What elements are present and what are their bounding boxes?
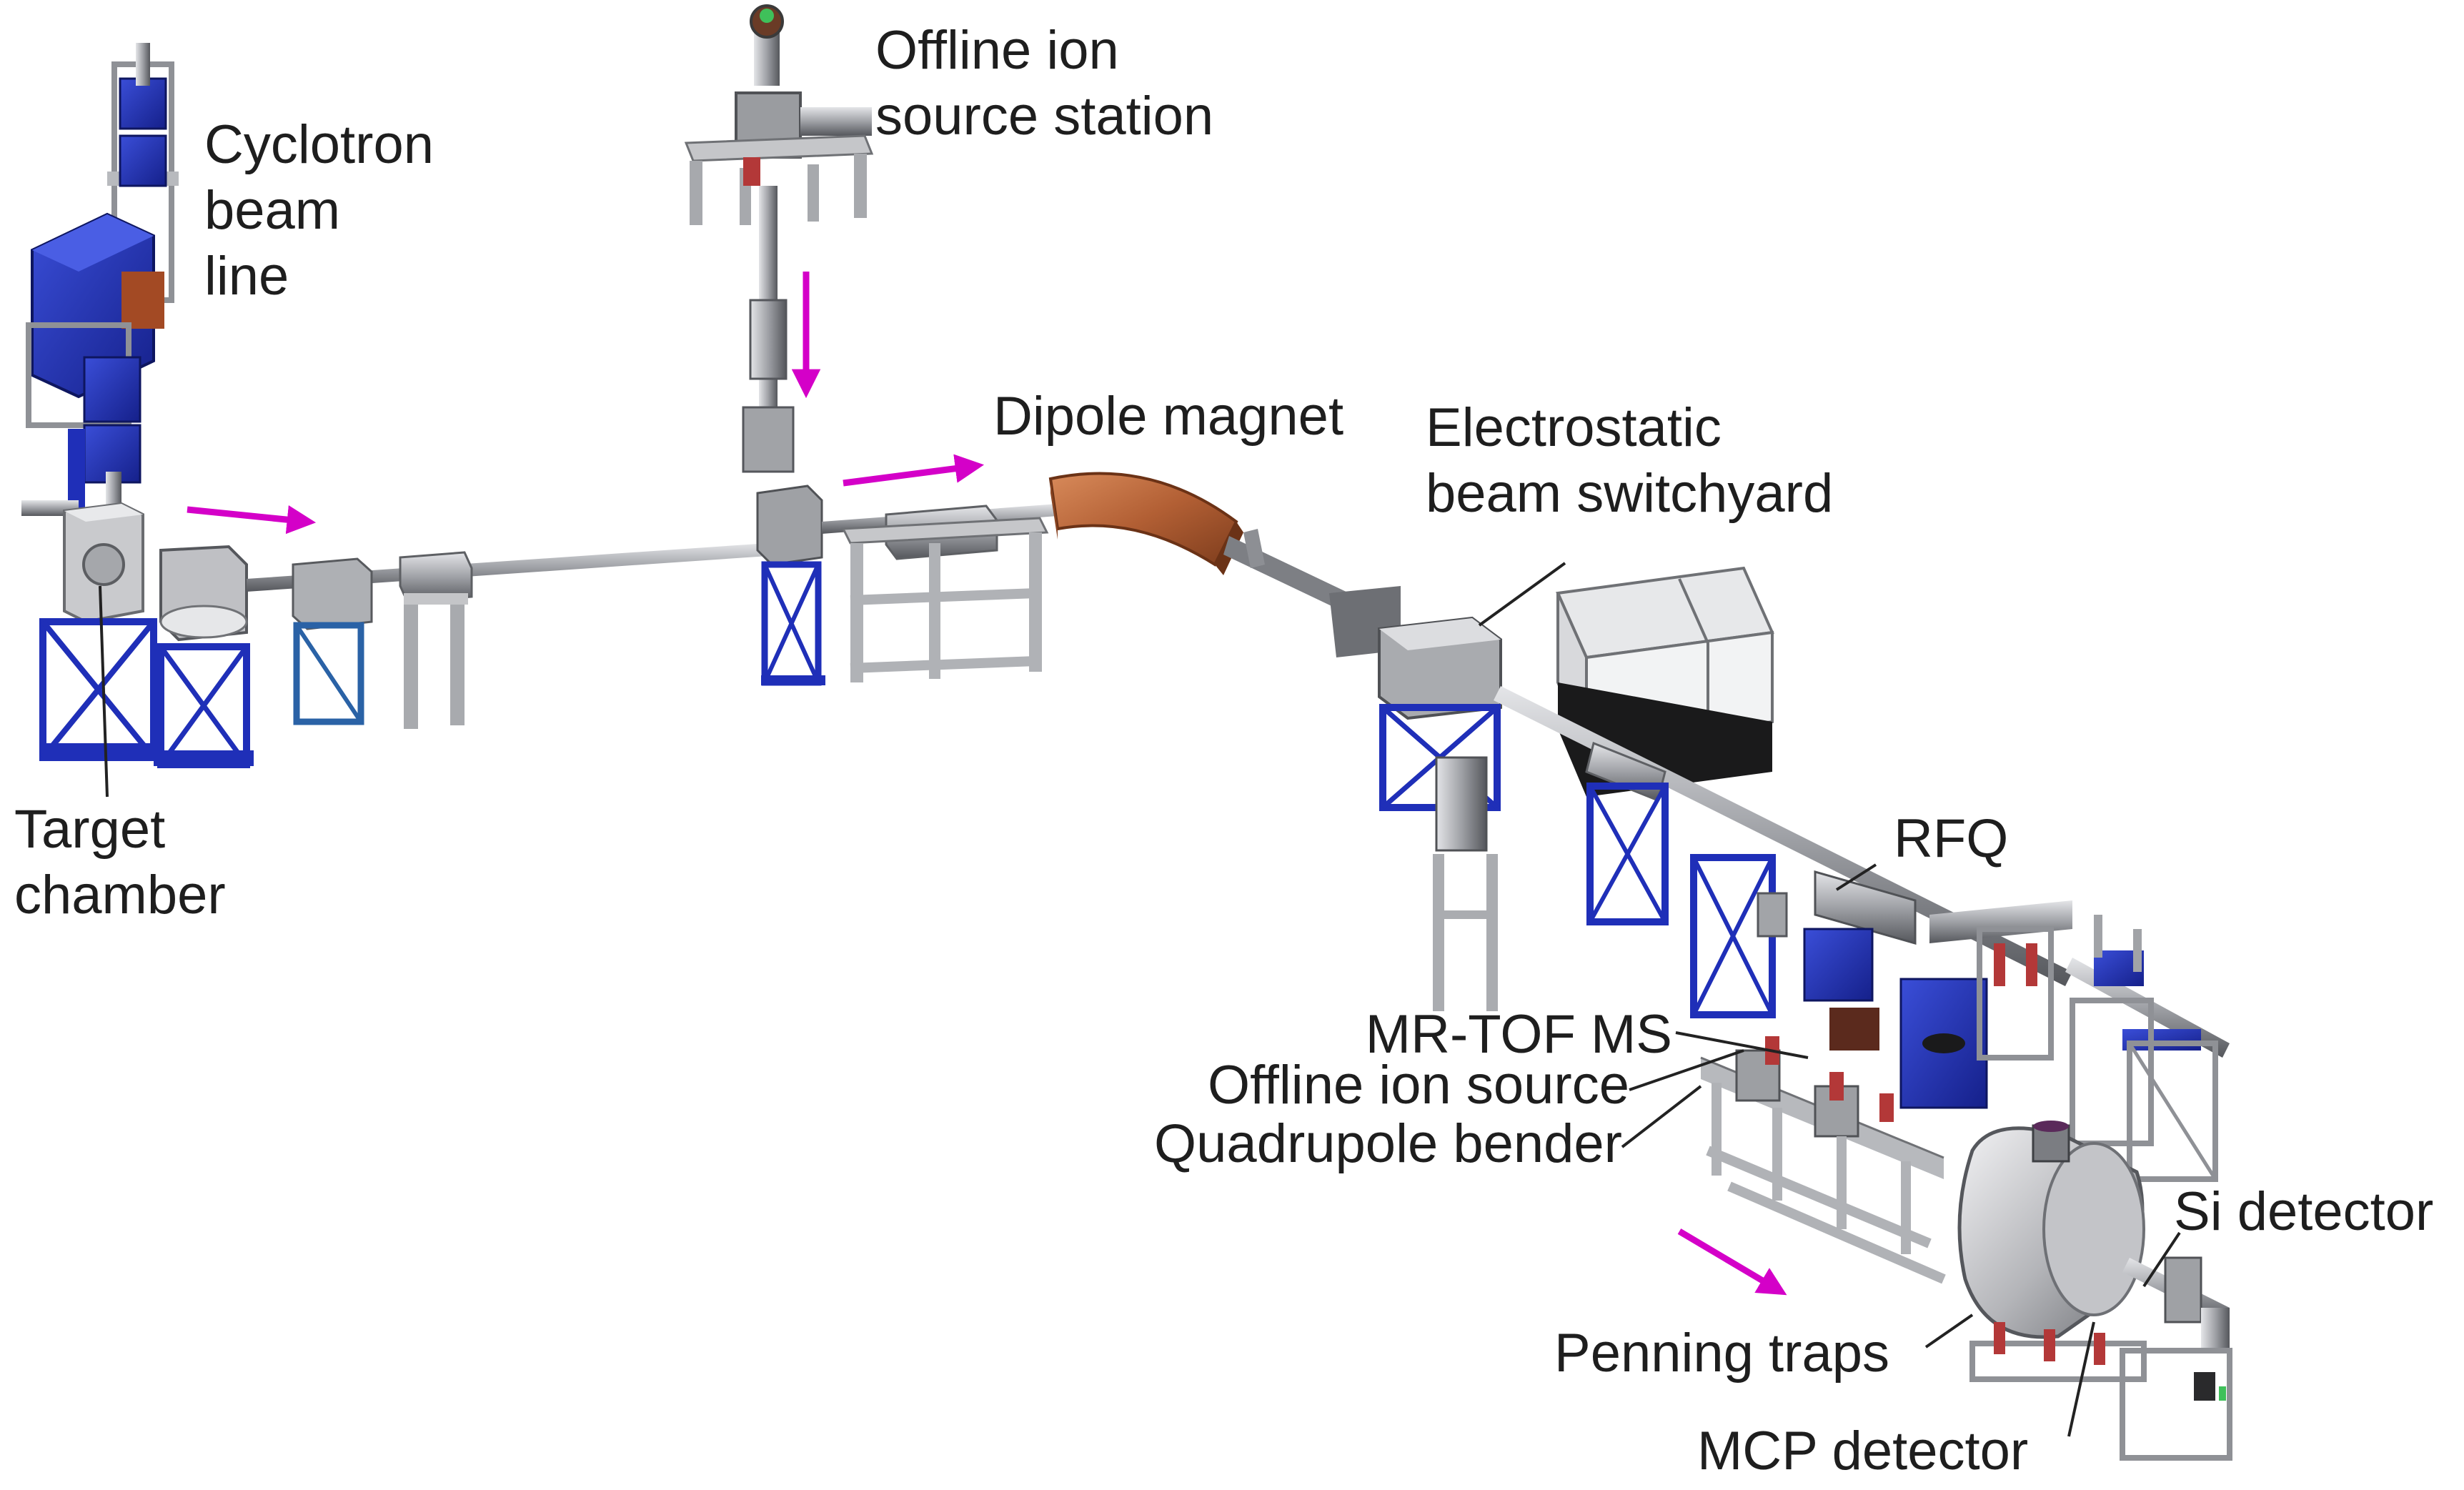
leader-mcp-detector — [2067, 1321, 2095, 1437]
detector-end-station — [2120, 1256, 2232, 1461]
label-penning-traps: Penning traps — [1554, 1323, 1889, 1384]
beam-arrow-3 — [843, 454, 985, 487]
label-mcp-detector: MCP detector — [1697, 1421, 2029, 1481]
target-chamber-assembly — [21, 500, 254, 768]
penning-trap-magnet — [1957, 1121, 2147, 1382]
offline-ion-source-station — [684, 4, 874, 686]
target-label-line-1: Target — [14, 799, 166, 860]
mr-tof-ms-tables — [1700, 1008, 1946, 1284]
label-mr-tof-ms: MR-TOF MS — [1365, 1004, 1672, 1065]
switchyard-label-line-1: Electrostatic — [1426, 397, 1722, 458]
transport-section — [822, 504, 1058, 682]
dipole-magnet — [1048, 472, 1243, 575]
leader-mr-tof-ms — [1675, 1031, 1809, 1059]
label-si-detector: Si detector — [2174, 1181, 2434, 1242]
label-offline-ion-source-station: Offline ion source station — [875, 18, 1213, 149]
beam-direction-arrows — [187, 272, 1787, 1296]
station-label-line-2: source station — [875, 86, 1214, 146]
drift-section — [1223, 529, 1401, 657]
label-electrostatic-beam-switchyard: Electrostatic beam switchyard — [1426, 395, 1833, 527]
label-offline-ion-source: Offline ion source — [1207, 1055, 1629, 1116]
rfq-assembly — [1803, 870, 2072, 1109]
leader-lines — [99, 562, 2181, 1437]
cyclotron-label-line-1: Cyclotron — [204, 114, 434, 175]
diagonal-beam-line — [1494, 686, 2072, 1018]
leader-offline-ion-source — [1629, 1049, 1744, 1091]
leader-quadrupole-bender — [1621, 1085, 1702, 1148]
label-cyclotron-beam-line: Cyclotron beam line — [204, 112, 434, 309]
cyclotron-beam-line — [26, 43, 179, 515]
leader-target-chamber — [99, 585, 109, 798]
electrostatic-beam-switchyard — [1378, 616, 1502, 1011]
leader-switchyard — [1478, 562, 1566, 627]
beam-arrow-4 — [1677, 1228, 1787, 1296]
leader-si-detector — [2142, 1231, 2181, 1288]
right-branch — [2065, 915, 2230, 1182]
station-label-line-1: Offline ion — [875, 20, 1119, 81]
leader-penning-traps — [1924, 1313, 1974, 1349]
switchyard-label-line-2: beam switchyard — [1426, 463, 1834, 524]
horizontal-beam-tube — [247, 543, 768, 729]
label-quadrupole-bender: Quadrupole bender — [1154, 1113, 1622, 1174]
target-label-line-2: chamber — [14, 865, 226, 925]
cyclotron-label-line-2: beam — [204, 180, 341, 241]
label-rfq: RFQ — [1894, 808, 2009, 869]
cyclotron-label-line-3: line — [204, 246, 289, 307]
leader-rfq — [1835, 863, 1877, 891]
beam-arrow-1 — [187, 505, 317, 535]
label-target-chamber: Target chamber — [14, 797, 226, 928]
label-dipole-magnet: Dipole magnet — [993, 386, 1344, 447]
